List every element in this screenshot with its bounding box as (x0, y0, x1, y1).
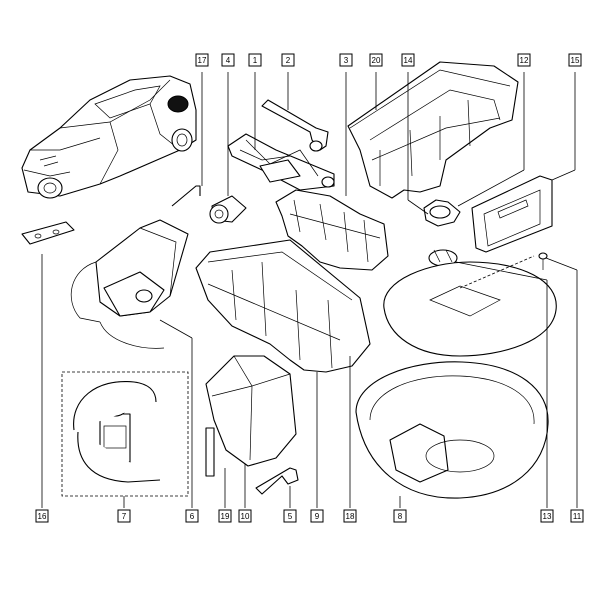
storage-box-upper (347, 61, 519, 199)
large-tray (195, 239, 371, 373)
callout-box (540, 509, 554, 523)
trunk-highlight (167, 95, 189, 113)
small-box (205, 355, 297, 467)
foam-block (423, 199, 461, 227)
hex-key (171, 185, 201, 207)
callout-9: 9 (310, 509, 324, 523)
screw (538, 252, 548, 270)
spare-wheel-well (355, 361, 549, 499)
callout-10: 10 (238, 509, 252, 523)
rod (205, 427, 215, 477)
callout-15: 15 (568, 53, 582, 67)
callout-6: 6 (185, 509, 199, 523)
callout-number: 4 (226, 56, 231, 65)
foam-support (428, 249, 458, 267)
callout-19: 19 (218, 509, 232, 523)
callout-16: 16 (35, 509, 49, 523)
callout-box (570, 509, 584, 523)
callout-number: 15 (571, 56, 580, 65)
callout-box (568, 53, 582, 67)
callout-box (369, 53, 383, 67)
callout-8: 8 (393, 509, 407, 523)
callout-number: 1 (253, 56, 258, 65)
callout-box (339, 53, 353, 67)
callout-number: 20 (372, 56, 381, 65)
callout-number: 2 (286, 56, 291, 65)
callout-box (218, 509, 232, 523)
callout-box (221, 53, 235, 67)
callout-13: 13 (540, 509, 554, 523)
wheel-brace (261, 99, 329, 152)
callout-11: 11 (570, 509, 584, 523)
callout-box (281, 53, 295, 67)
callout-box (343, 509, 357, 523)
callout-box (283, 509, 297, 523)
callout-number: 9 (315, 512, 320, 521)
callout-number: 7 (122, 512, 127, 521)
callout-number: 8 (398, 512, 403, 521)
callout-number: 19 (221, 512, 230, 521)
callout-box (35, 509, 49, 523)
callout-1: 1 (248, 53, 262, 67)
callout-box (195, 53, 209, 67)
callout-number: 17 (198, 56, 207, 65)
tyre-repair-kit-frame (61, 371, 189, 497)
callout-number: 13 (543, 512, 552, 521)
callout-number: 10 (241, 512, 250, 521)
callout-box (517, 53, 531, 67)
callout-number: 12 (520, 56, 529, 65)
callout-2: 2 (281, 53, 295, 67)
jack-handle (209, 195, 247, 224)
bracket (21, 221, 75, 245)
callout-20: 20 (369, 53, 383, 67)
callout-box (401, 53, 415, 67)
leader-lines (41, 72, 578, 508)
sealant-hose (73, 380, 161, 483)
callout-5: 5 (283, 509, 297, 523)
storage-cover (471, 175, 553, 253)
callout-number: 6 (190, 512, 195, 521)
callout-number: 14 (404, 56, 413, 65)
callout-box (185, 509, 199, 523)
callout-box (393, 509, 407, 523)
callout-number: 11 (573, 512, 582, 521)
callout-4: 4 (221, 53, 235, 67)
callout-3: 3 (339, 53, 353, 67)
callout-box (248, 53, 262, 67)
compressor-kit (70, 219, 189, 349)
callout-number: 16 (38, 512, 47, 521)
foam-tray (275, 189, 389, 271)
callout-17: 17 (195, 53, 209, 67)
callout-number: 18 (346, 512, 355, 521)
callout-12: 12 (517, 53, 531, 67)
car-illustration (21, 75, 197, 199)
callout-7: 7 (117, 509, 131, 523)
callout-number: 5 (288, 512, 293, 521)
towing-hook (255, 467, 299, 495)
scissor-jack (227, 133, 335, 191)
callout-18: 18 (343, 509, 357, 523)
callout-box (238, 509, 252, 523)
callout-number: 3 (344, 56, 349, 65)
round-floor-cover (383, 255, 557, 357)
callout-14: 14 (401, 53, 415, 67)
callout-box (310, 509, 324, 523)
callout-box (117, 509, 131, 523)
